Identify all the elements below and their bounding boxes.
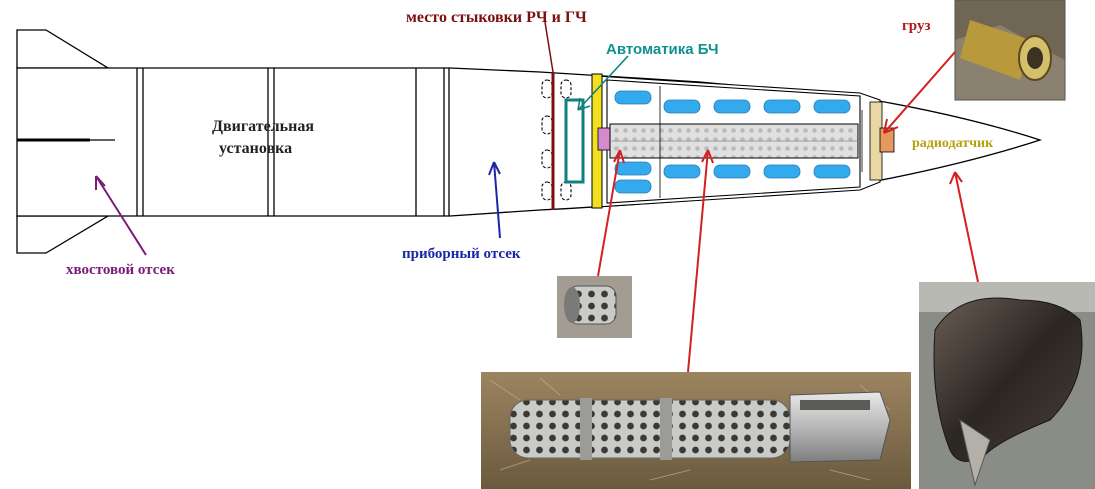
photo-cylinder-fragment — [557, 276, 632, 338]
warhead-automation-label: Автоматика БЧ — [606, 41, 719, 58]
docking-leader — [544, 21, 554, 73]
tail-section-arrow — [95, 175, 147, 256]
instrument-section-arrow — [488, 161, 501, 239]
automation-leader — [577, 55, 629, 111]
instrument-section-label: приборный отсек — [402, 246, 521, 262]
engine-label-line2: установка — [219, 140, 292, 157]
engine-label-line1: Двигательная — [212, 118, 314, 135]
photo-damaged-nose-cone — [919, 282, 1095, 489]
automation-box — [564, 98, 585, 184]
submunitions — [614, 90, 851, 194]
tail-fin-bottom — [16, 215, 111, 254]
photo-cluster-container — [481, 372, 911, 489]
photo-cylinder-cargo — [954, 0, 1066, 101]
radio-sensor-label: радиодатчик — [912, 136, 994, 151]
tail-fin-top — [16, 29, 111, 69]
cargo-label: груз — [902, 18, 930, 34]
docking-label: место стыковки РЧ и ГЧ — [406, 9, 587, 26]
fuse-block — [597, 127, 611, 151]
fragment-arrow — [597, 149, 625, 277]
cargo-arrow — [883, 51, 956, 134]
tail-section-label: хвостовой отсек — [66, 262, 175, 278]
radio-sensor-arrow — [949, 171, 979, 283]
cluster-arrow — [687, 149, 714, 373]
